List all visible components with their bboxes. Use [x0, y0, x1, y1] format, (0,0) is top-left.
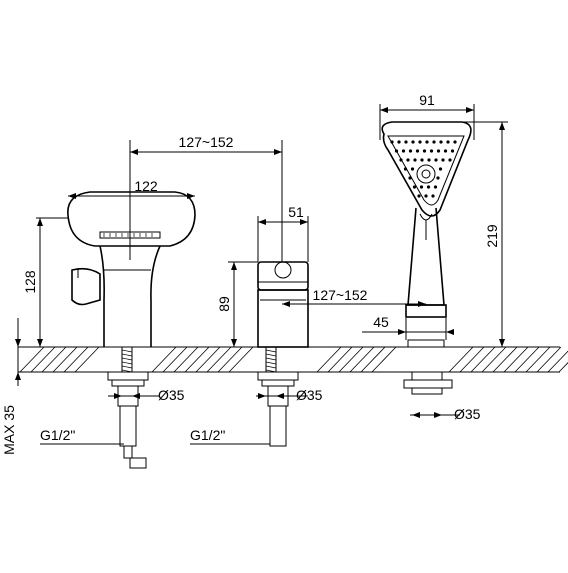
- dim-label: 122: [134, 178, 158, 194]
- dim-handle-height: 89: [216, 261, 258, 347]
- dim-label: Ø35: [158, 387, 185, 403]
- dim-thread-handle: G1/2": [190, 427, 270, 445]
- dim-spout-width: 122: [68, 178, 195, 199]
- dim-thread-spout: G1/2": [40, 427, 124, 445]
- spout-body: [67, 191, 196, 347]
- dim-label: G1/2": [40, 427, 75, 443]
- dim-label: 127~152: [179, 134, 234, 150]
- dim-handle-spacing: 127~152: [282, 287, 426, 307]
- dim-deck-max: MAX 35: [1, 318, 21, 455]
- dim-label: 219: [484, 224, 500, 248]
- aerator-grille-icon: [103, 233, 153, 237]
- deck-surface: [18, 346, 568, 373]
- dim-label: 91: [419, 92, 435, 108]
- mixer-handle: [257, 261, 309, 348]
- spray-nozzles-icon: [390, 140, 457, 198]
- dim-spout-height: 128: [22, 217, 68, 347]
- dim-label: 127~152: [313, 287, 368, 303]
- dim-label: 45: [373, 314, 389, 330]
- dim-shower-height: 219: [462, 121, 508, 347]
- dim-spout-spacing: 127~152: [129, 134, 283, 262]
- dim-handle-width: 51: [257, 204, 309, 262]
- hand-shower: [381, 121, 472, 395]
- dim-label: MAX 35: [1, 405, 17, 455]
- dim-hole-handle: Ø35: [256, 387, 323, 403]
- dim-label: Ø35: [296, 387, 323, 403]
- dim-label: Ø35: [454, 406, 481, 422]
- dim-label: 51: [288, 204, 304, 220]
- dim-label: 89: [216, 296, 232, 312]
- dim-label: G1/2": [190, 427, 225, 443]
- dim-shower-holder: 45: [362, 314, 454, 340]
- spout-mounting-assembly: [107, 346, 149, 469]
- dim-hole-shower: Ø35: [410, 406, 481, 422]
- dim-hole-spout: Ø35: [108, 387, 185, 403]
- dim-label: 128: [22, 270, 38, 294]
- dim-shower-width: 91: [379, 92, 475, 140]
